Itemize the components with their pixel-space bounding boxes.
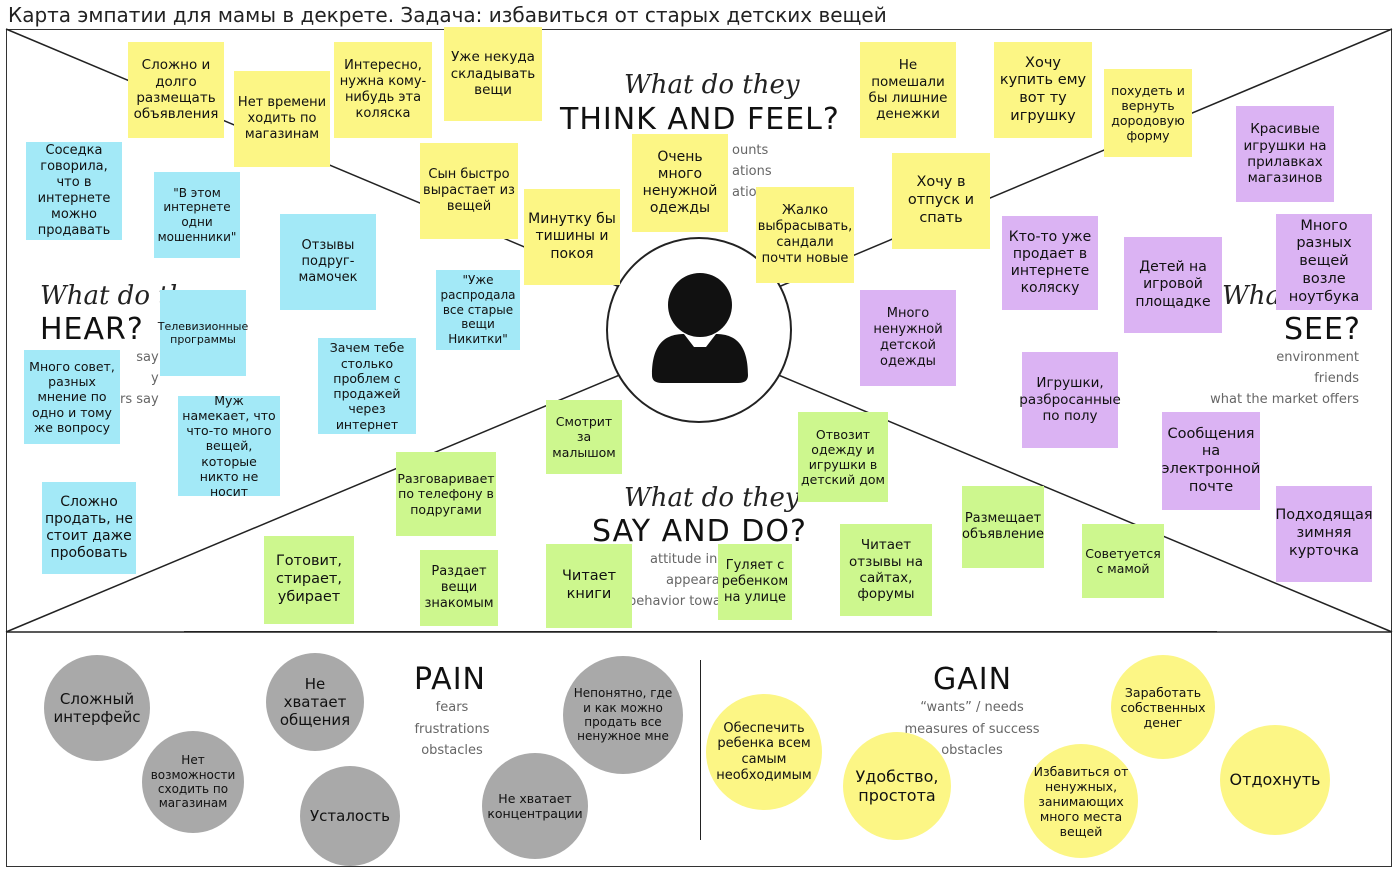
sticky-note-think: Минутку бы тишины и покоя bbox=[524, 189, 620, 285]
sticky-note-hear: Муж намекает, что что-то много вещей, ко… bbox=[178, 393, 280, 499]
gain-hint-1: measures of success bbox=[904, 721, 1040, 737]
pain-gain-separator bbox=[700, 660, 701, 840]
sticky-note-say-do: Читает книги bbox=[546, 544, 632, 628]
sticky-note-say-do: Гуляет с ребенком на улице bbox=[718, 544, 792, 620]
sticky-note-think: Очень много ненужной одежды bbox=[632, 134, 728, 232]
sticky-note-think: Жалко выбрасывать, сандали почти новые bbox=[756, 187, 854, 283]
sticky-note-see: Красивые игрушки на прилавках магазинов bbox=[1236, 106, 1334, 202]
sticky-note-hear: Соседка говорила, что в интернете можно … bbox=[26, 142, 122, 240]
sticky-note-see: Много ненужной детской одежды bbox=[860, 290, 956, 386]
pain-circle: Не хватает общения bbox=[266, 653, 364, 751]
sticky-note-see: Детей на игровой площадке bbox=[1124, 237, 1222, 333]
gain-hints: “wants” / needs measures of success obst… bbox=[902, 697, 1042, 762]
sticky-note-say-do: Раздает вещи знакомым bbox=[420, 550, 498, 626]
sticky-note-hear: "Уже распродала все старые вещи Никитки" bbox=[436, 270, 520, 350]
gain-circle: Заработать собственных денег bbox=[1111, 655, 1215, 759]
say-title: SAY AND DO? bbox=[592, 514, 807, 549]
think-title: THINK AND FEEL? bbox=[560, 102, 840, 137]
sticky-note-think: похудеть и вернуть дородовую форму bbox=[1104, 69, 1192, 157]
hear-hints: say y ers say bbox=[112, 347, 159, 410]
sticky-note-see: Кто-то уже продает в интернете коляску bbox=[1002, 216, 1098, 310]
sticky-note-think: Хочу в отпуск и спать bbox=[892, 153, 990, 249]
sticky-note-see: Подходящая зимняя курточка bbox=[1275, 486, 1373, 582]
sticky-note-say-do: Читает отзывы на сайтах, форумы bbox=[840, 524, 932, 616]
sticky-note-hear: Много совет, разных мнение по одно и том… bbox=[24, 350, 120, 444]
see-hint-1: friends bbox=[1314, 371, 1359, 386]
think-script: What do they bbox=[624, 70, 800, 100]
hear-hint-1: y bbox=[150, 371, 159, 386]
sticky-note-think: Сложно и долго размещать объявления bbox=[128, 42, 224, 138]
sticky-note-say-do: Размещает объявление bbox=[962, 486, 1044, 568]
sticky-note-think: Сын быстро вырастает из вещей bbox=[420, 143, 518, 239]
pain-circle: Усталость bbox=[300, 766, 400, 866]
see-hint-2: what the market offers bbox=[1210, 392, 1359, 407]
sticky-note-say-do: Готовит, стирает, убирает bbox=[264, 536, 354, 624]
pain-circle: Нет возможности сходить по магазинам bbox=[142, 731, 244, 833]
sticky-note-think: Хочу купить ему вот ту игрушку bbox=[994, 42, 1092, 138]
sticky-note-see: Много разных вещей возле ноутбука bbox=[1276, 214, 1372, 310]
sticky-note-say-do: Советуется с мамой bbox=[1082, 524, 1164, 598]
pain-circle: Не хватает концентрации bbox=[482, 753, 588, 859]
sticky-note-say-do: Смотрит за малышом bbox=[546, 400, 622, 474]
hear-title: HEAR? bbox=[40, 312, 144, 347]
gain-hint-0: “wants” / needs bbox=[920, 700, 1024, 715]
gain-circle: Обеспечить ребенка всем самым необходимы… bbox=[706, 694, 822, 810]
say-script: What do they bbox=[624, 483, 800, 513]
say-hint-2: behavior towar bbox=[628, 594, 727, 609]
sticky-note-hear: Телевизионные программы bbox=[158, 290, 248, 376]
pain-hints: fears frustrations obstacles bbox=[400, 697, 504, 762]
say-hints: attitude in p appearar behavior towar bbox=[628, 549, 730, 612]
gain-circle: Отдохнуть bbox=[1220, 725, 1330, 835]
sticky-note-see: Сообщения на электронной почте bbox=[1162, 412, 1260, 510]
sticky-note-think: Нет времени ходить по магазинам bbox=[234, 71, 330, 167]
pain-hint-1: frustrations bbox=[414, 721, 490, 737]
sticky-note-hear: Отзывы подруг-мамочек bbox=[280, 214, 376, 310]
user-icon bbox=[652, 273, 748, 383]
sticky-note-say-do: Отвозит одежду и игрушки в детский дом bbox=[798, 412, 888, 502]
sticky-note-think: Не помешали бы лишние денежки bbox=[860, 42, 956, 138]
hear-hint-2: ers say bbox=[112, 392, 159, 407]
sticky-note-see: Игрушки, разбросанные по полу bbox=[1019, 352, 1121, 448]
pain-hint-0: fears bbox=[435, 700, 469, 715]
pain-gain-divider bbox=[184, 631, 1217, 632]
sticky-note-hear: Сложно продать, не стоит даже пробовать bbox=[42, 482, 136, 574]
persona-circle bbox=[606, 237, 792, 423]
pain-hint-2: obstacles bbox=[421, 743, 483, 758]
gain-hint-2: obstacles bbox=[941, 743, 1003, 758]
hear-hint-0: say bbox=[136, 350, 159, 365]
sticky-note-say-do: Разговаривает по телефону в подругами bbox=[396, 452, 496, 536]
sticky-note-hear: "В этом интернете одни мошенники" bbox=[154, 172, 240, 258]
think-hint-0: ounts bbox=[732, 143, 769, 158]
see-hints: environment friends what the market offe… bbox=[1210, 347, 1359, 410]
see-hint-0: environment bbox=[1276, 350, 1359, 365]
gain-circle: Удобство, простота bbox=[843, 732, 951, 840]
pain-title: PAIN bbox=[414, 662, 486, 697]
see-title: SEE? bbox=[1284, 312, 1361, 347]
pain-circle: Сложный интерфейс bbox=[44, 655, 150, 761]
sticky-note-think: Уже некуда складывать вещи bbox=[444, 27, 542, 121]
sticky-note-hear: Зачем тебе столько проблем с продажей че… bbox=[318, 338, 416, 434]
gain-circle: Избавиться от ненужных, занимающих много… bbox=[1024, 744, 1138, 858]
map-frame bbox=[6, 29, 1392, 867]
sticky-note-think: Интересно, нужна кому-нибудь эта коляска bbox=[334, 42, 432, 138]
think-hint-1: ations bbox=[732, 164, 772, 179]
say-hint-1: appearar bbox=[666, 573, 726, 588]
pain-circle: Непонятно, где и как можно продать все н… bbox=[563, 656, 683, 774]
gain-title: GAIN bbox=[933, 662, 1013, 697]
page-title: Карта эмпатии для мамы в декрете. Задача… bbox=[8, 3, 887, 27]
say-hint-0: attitude in p bbox=[650, 552, 730, 567]
